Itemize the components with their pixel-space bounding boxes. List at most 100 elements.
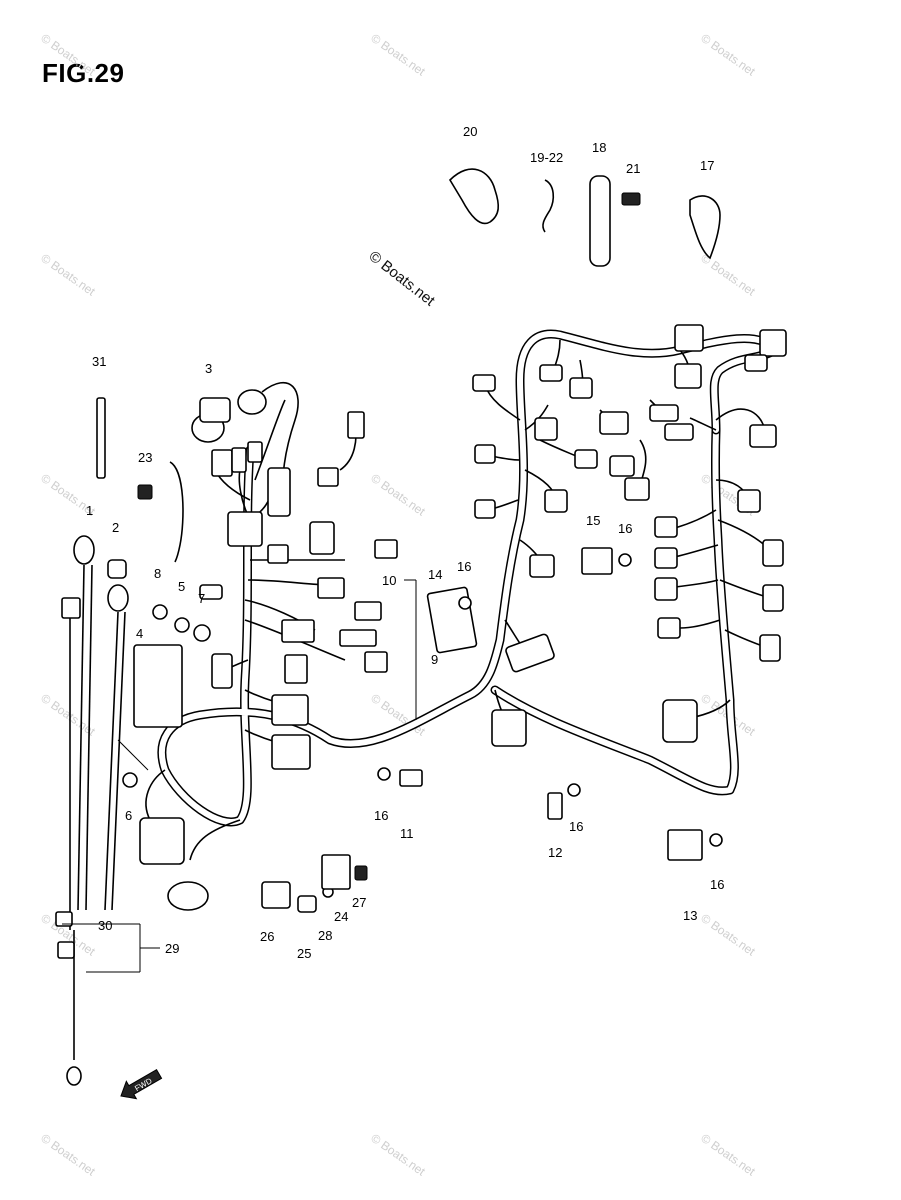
connector [534,417,558,441]
figure-title: FIG.29 [42,58,125,88]
connector [609,455,635,477]
callout-19-22: 19-22 [530,150,563,165]
background-watermarks: © Boats.net © Boats.net © Boats.net © Bo… [38,31,758,1179]
bolt-part-16 [377,767,391,781]
connector [674,363,702,389]
callout-8: 8 [154,566,161,581]
connector [505,633,555,673]
terminal [73,535,95,565]
connector [657,617,681,639]
clamp-part-20 [448,168,500,225]
callout-9: 9 [431,652,438,667]
connector [529,554,555,578]
connector [749,424,777,448]
connector [674,324,704,352]
bolt-part-16 [618,553,632,567]
callout-14: 14 [428,567,442,582]
callout-labels: 20 19-22 18 21 17 31 3 23 1 2 8 5 7 4 10… [86,124,724,961]
grommet-part-6 [122,772,138,788]
connector [281,619,315,643]
bracket-part-24 [321,854,351,890]
watermark: © Boats.net [38,31,98,79]
grommet-part-5 [174,617,190,633]
connector [539,364,563,382]
cap-part-2 [107,559,127,579]
connector [347,411,365,439]
callout-30: 30 [98,918,112,933]
cap-part-25 [297,895,317,913]
bolt-part-16 [458,596,472,610]
connector [544,489,568,513]
bottom-parts [261,547,723,913]
sensor-housing [199,397,231,423]
top-parts [448,168,721,267]
callout-16: 16 [374,808,388,823]
connector [569,377,593,399]
left-components [55,381,398,1086]
bracket-part-15 [581,547,613,575]
connector [491,709,527,747]
cover [61,597,81,619]
callout-12: 12 [548,845,562,860]
connector [339,629,377,647]
watermark: © Boats.net [38,251,98,299]
callout-15: 15 [586,513,600,528]
watermark: © Boats.net [368,471,428,519]
connector [231,447,247,473]
connector [654,547,678,569]
connector [247,441,263,463]
strap-part-18 [589,175,611,267]
callout-11: 11 [400,826,414,841]
grommet-part-7 [193,624,211,642]
connector [284,654,308,684]
callout-24: 24 [334,909,348,924]
callout-20: 20 [463,124,477,139]
watermark: © Boats.net [698,31,758,79]
cap-part-26 [261,881,291,909]
callout-10: 10 [382,573,396,588]
callout-4: 4 [136,626,143,641]
connector [762,584,784,612]
connector [759,634,781,662]
connector [237,389,267,415]
connector [664,423,694,441]
watermark: © Boats.net [698,1131,758,1179]
callout-18: 18 [592,140,606,155]
watermark: © Boats.net [698,911,758,959]
connector [271,734,311,770]
connector [271,694,309,726]
terminal [66,1066,82,1086]
callout-17: 17 [700,158,714,173]
connector [227,511,263,547]
connector [474,444,496,464]
bracket-part-4 [133,644,183,728]
grommet-part-8 [152,604,168,620]
connector [474,499,496,519]
bolt-part-21 [621,192,641,206]
connector [737,489,761,513]
main-watermark: © Boats.net [366,248,439,310]
callout-13: 13 [683,908,697,923]
connector [364,651,388,673]
callout-16: 16 [457,559,471,574]
callout-23: 23 [138,450,152,465]
connector [139,817,185,865]
callout-16: 16 [710,877,724,892]
connector [744,354,768,372]
watermark: © Boats.net [368,1131,428,1179]
bracket-part-14 [426,586,478,654]
callout-25: 25 [297,946,311,961]
callout-5: 5 [178,579,185,594]
connector [167,881,209,911]
bolt-part-16 [709,833,723,847]
watermark: © Boats.net [38,1131,98,1179]
connector [574,449,598,469]
bracket-part-13 [667,829,703,861]
bolt-part-27 [354,865,368,881]
connector [309,521,335,555]
connector [211,653,233,689]
connector [624,477,650,501]
watermark: © Boats.net [368,31,428,79]
connector [762,539,784,567]
